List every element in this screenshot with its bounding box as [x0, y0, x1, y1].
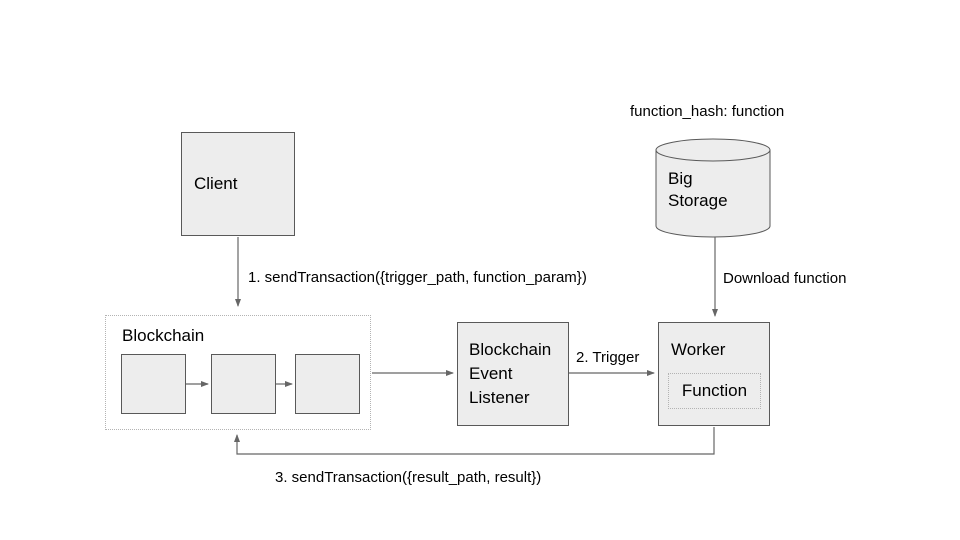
worker-node: Worker Function — [658, 322, 770, 426]
function-hash-annotation: function_hash: function — [630, 103, 785, 120]
edge-label-trigger: 2. Trigger — [576, 349, 640, 366]
big-storage-cylinder-top — [655, 138, 771, 162]
event-listener-node: Blockchain Event Listener — [457, 322, 569, 426]
edge-label-send-transaction-3: 3. sendTransaction({result_path, result}… — [275, 469, 542, 486]
client-node: Client — [181, 132, 295, 236]
function-box: Function — [668, 373, 761, 409]
edge-label-send-transaction-1: 1. sendTransaction({trigger_path, functi… — [248, 269, 587, 286]
blockchain-container: Blockchain — [105, 315, 371, 430]
blockchain-label: Blockchain — [122, 326, 205, 345]
client-label: Client — [194, 174, 238, 193]
function-label: Function — [681, 381, 748, 400]
blockchain-block-2 — [211, 354, 276, 414]
blockchain-block-1 — [121, 354, 186, 414]
big-storage-label: Big Storage — [668, 169, 728, 210]
arrow-worker-to-blockchain — [234, 427, 715, 455]
blockchain-block-3 — [295, 354, 360, 414]
worker-label: Worker — [671, 340, 726, 359]
event-listener-label: Blockchain Event Listener — [469, 340, 552, 407]
edge-label-download-function: Download function — [723, 270, 847, 287]
